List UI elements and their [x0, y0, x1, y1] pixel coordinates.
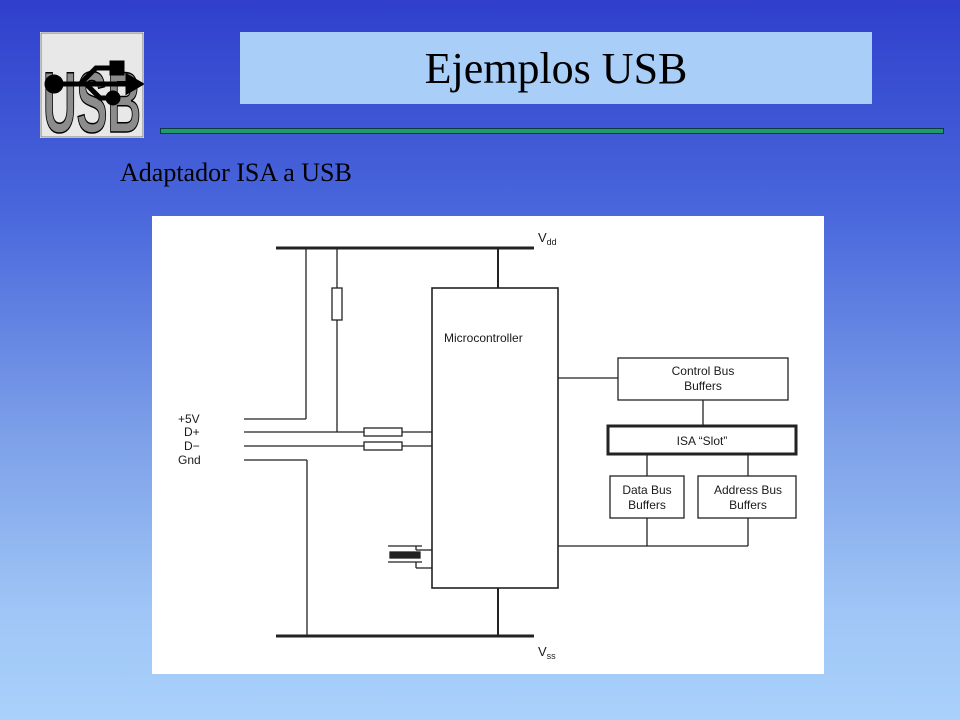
crystal-icon	[388, 545, 432, 569]
control-bus-label-1: Control Bus	[672, 364, 735, 378]
vdd-label: Vdd	[538, 230, 557, 247]
data-bus-label-2: Buffers	[628, 498, 666, 512]
microcontroller-label: Microcontroller	[444, 331, 523, 345]
data-bus-buffers	[609, 475, 685, 519]
slide-subtitle: Adaptador ISA a USB	[120, 158, 352, 187]
pin-dminus-label: D−	[184, 439, 200, 453]
dminus-resistor	[363, 441, 403, 451]
logo-text: USB	[43, 55, 141, 138]
isa-slot-label: ISA “Slot”	[677, 434, 728, 448]
address-bus-label-1: Address Bus	[714, 483, 782, 497]
vss-label: Vss	[538, 644, 556, 661]
pullup-resistor	[331, 287, 343, 321]
slide-title-text: Ejemplos USB	[424, 43, 688, 93]
control-bus-buffers	[617, 357, 789, 401]
address-bus-label-2: Buffers	[729, 498, 767, 512]
pin-dplus-label: D+	[184, 425, 200, 439]
microcontroller-block	[431, 287, 559, 589]
title-divider	[160, 128, 944, 134]
dplus-resistor	[363, 427, 403, 437]
slide-title: Ejemplos USB	[240, 32, 872, 104]
address-bus-buffers	[697, 475, 797, 519]
usb-trident-icon	[44, 60, 145, 106]
data-bus-label-1: Data Bus	[622, 483, 671, 497]
circuit-diagram: Vdd Vss Microcontroller Control Bus Buff…	[152, 216, 824, 674]
control-bus-label-2: Buffers	[684, 379, 722, 393]
pin-gnd-label: Gnd	[178, 453, 201, 467]
pin-5v-label: +5V	[178, 412, 200, 426]
isa-slot	[606, 424, 798, 456]
usb-logo: USB	[40, 32, 145, 152]
